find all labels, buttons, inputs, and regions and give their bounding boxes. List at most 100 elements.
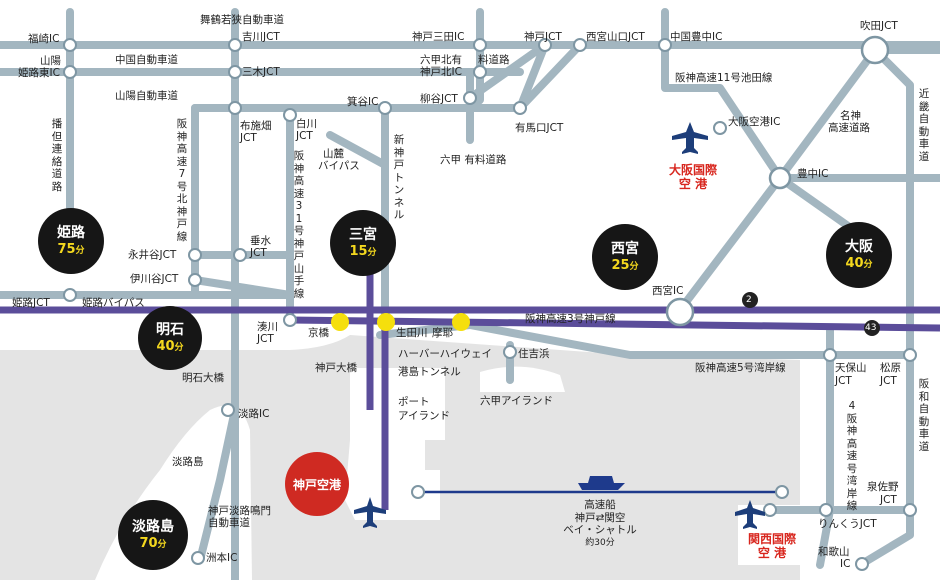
tarumi-label-b: JCT xyxy=(250,247,267,259)
fukusaki-ic-label: 福崎IC xyxy=(28,33,60,45)
road-awaji xyxy=(196,406,239,564)
node-arimaguchi xyxy=(513,101,527,115)
wakayama-label-b: IC xyxy=(840,558,851,570)
hanshin-11-label: 阪神高速11号池田線 xyxy=(675,72,773,84)
city-badge-osaka: 大阪 40分 xyxy=(826,222,892,288)
harbor-hwy-label-a: ハーバーハイウェイ xyxy=(398,348,492,360)
maizuru-road-label: 舞鶴若狭自動車道 xyxy=(200,14,284,26)
city-name: 大阪 xyxy=(845,238,873,255)
kobe-awaji-label-b: 自動車道 xyxy=(208,517,250,529)
ferry-time: 約30分 xyxy=(585,537,615,548)
city-name: 西宮 xyxy=(611,240,639,257)
kinki-label: 近畿自動車道 xyxy=(918,88,930,163)
shirakawa-label-b: JCT xyxy=(296,130,313,142)
arimaguchi-jct-label: 有馬口JCT xyxy=(515,122,564,134)
minoya-ic-label: 箕谷IC xyxy=(347,96,379,108)
node-kansai-pier xyxy=(775,485,789,499)
kyobashi-label: 京橋 xyxy=(308,327,329,339)
kansai-island xyxy=(738,505,800,565)
node-sanyo-himeji xyxy=(63,65,77,79)
tenpozan-label-b: JCT xyxy=(835,375,852,387)
kansai-airport-line1: 関西国際 xyxy=(747,532,796,546)
chugoku-expwy-label: 中国自動車道 xyxy=(115,54,178,66)
matsubara-label-b: JCT xyxy=(880,375,897,387)
city-time: 40分 xyxy=(845,255,873,271)
road-chugoku-toyonaka xyxy=(661,8,879,249)
yokawa-jct-label: 吉川JCT xyxy=(242,31,280,43)
city-name: 姫路 xyxy=(57,224,85,241)
city-name: 三宮 xyxy=(349,226,377,243)
node-tarumi xyxy=(233,248,247,262)
node-izumisano xyxy=(903,503,917,517)
kobe-airport-badge: 神戸空港 xyxy=(285,452,349,516)
node-chugoku-toyonaka xyxy=(658,38,672,52)
ferry-line3: ベイ・シャトル xyxy=(563,524,637,536)
city-time: 15分 xyxy=(349,243,377,259)
node-yanagitani xyxy=(463,91,477,105)
banshin-label: 播但連絡道路 xyxy=(51,118,63,193)
rokko-island xyxy=(480,366,565,392)
maya-label: 摩耶 xyxy=(432,327,453,339)
node-suita xyxy=(860,35,890,65)
toyonaka-ic-label: 豊中IC xyxy=(797,168,829,180)
node-rokko-north xyxy=(473,65,487,79)
station-kyobashi xyxy=(331,313,349,331)
node-toyonaka xyxy=(768,166,792,190)
node-nagaitani xyxy=(188,248,202,262)
node-sumiyoshi xyxy=(503,345,517,359)
node-minatogawa xyxy=(283,313,297,327)
route-43-label: 43 xyxy=(865,323,877,333)
city-name: 明石 xyxy=(156,321,184,338)
sumiyoshihama-label: 住吉浜 xyxy=(518,348,550,360)
node-miki xyxy=(228,65,242,79)
itami-airport-line1: 大阪国際 xyxy=(668,163,717,177)
tarumi-label-a: 垂水 xyxy=(250,235,271,247)
city-badge-akashi: 明石 40分 xyxy=(138,306,202,370)
route-shield-icon xyxy=(742,292,880,336)
airplane-icon xyxy=(354,122,765,529)
nunobiki-label-b: JCT xyxy=(240,132,257,144)
kansai-airport-line2: 空 港 xyxy=(757,546,787,560)
node-nishinomiya-ic xyxy=(665,297,695,327)
node-kobe-jct xyxy=(538,38,552,52)
hanwa-label: 阪和自動車道 xyxy=(918,378,930,453)
miki-jct-label: 三木JCT xyxy=(242,66,280,78)
node-nishinomiya-yamaguchi xyxy=(573,38,587,52)
kansai-airport-label: 関西国際 空 港 xyxy=(742,532,802,560)
city-time: 75分 xyxy=(57,241,85,257)
kobe-ohashi-label: 神戸大橋 xyxy=(315,362,357,374)
kobe-north-ic-label: 神戸北IC xyxy=(420,66,462,78)
road-hanshin-5 xyxy=(466,321,914,359)
road-sanyo-2 xyxy=(191,41,549,112)
station-ikuta xyxy=(377,313,395,331)
minatogawa-label-a: 湊川 xyxy=(257,321,278,333)
node-kobe-pier xyxy=(411,485,425,499)
yanagitani-jct-label: 柳谷JCT xyxy=(420,93,458,105)
himeji-bypass-label: 姫路バイパス xyxy=(82,297,145,309)
meishin-label-b: 高速道路 xyxy=(828,122,870,134)
rokko-toll-label: 六甲 有料道路 xyxy=(440,154,507,166)
izumisano-label-a: 泉佐野 xyxy=(867,481,899,493)
hanshin-4-label: 4阪神高速号湾岸線 xyxy=(846,400,858,512)
rokko-island-label: 六甲アイランド xyxy=(480,395,553,407)
road-yokawa xyxy=(466,8,484,144)
harbor-hwy-label-b: 港島トンネル xyxy=(398,366,461,378)
nishinomiya-yamaguchi-jct-label: 西宮山口JCT xyxy=(586,31,645,43)
road-sanroku xyxy=(326,131,389,169)
node-kansai-link xyxy=(763,503,777,517)
station-maya xyxy=(452,313,470,331)
node-fukusaki xyxy=(63,38,77,52)
node-nunobiki xyxy=(228,101,242,115)
node-rinku xyxy=(819,503,833,517)
wakayama-label-a: 和歌山 xyxy=(818,546,850,558)
itami-airport-line2: 空 港 xyxy=(678,177,708,191)
node-awaji-ic xyxy=(221,403,235,417)
himeji-jct-label: 姫路JCT xyxy=(12,297,50,309)
route-2-label: 2 xyxy=(746,295,752,305)
node-sanda xyxy=(473,38,487,52)
ferry-line2: 神戸⇄関空 xyxy=(574,511,626,524)
himeji-east-ic-label: 姫路東IC xyxy=(18,67,60,79)
sanda-ic-label: 神戸三田IC xyxy=(412,31,465,43)
city-name: 淡路島 xyxy=(132,518,174,535)
